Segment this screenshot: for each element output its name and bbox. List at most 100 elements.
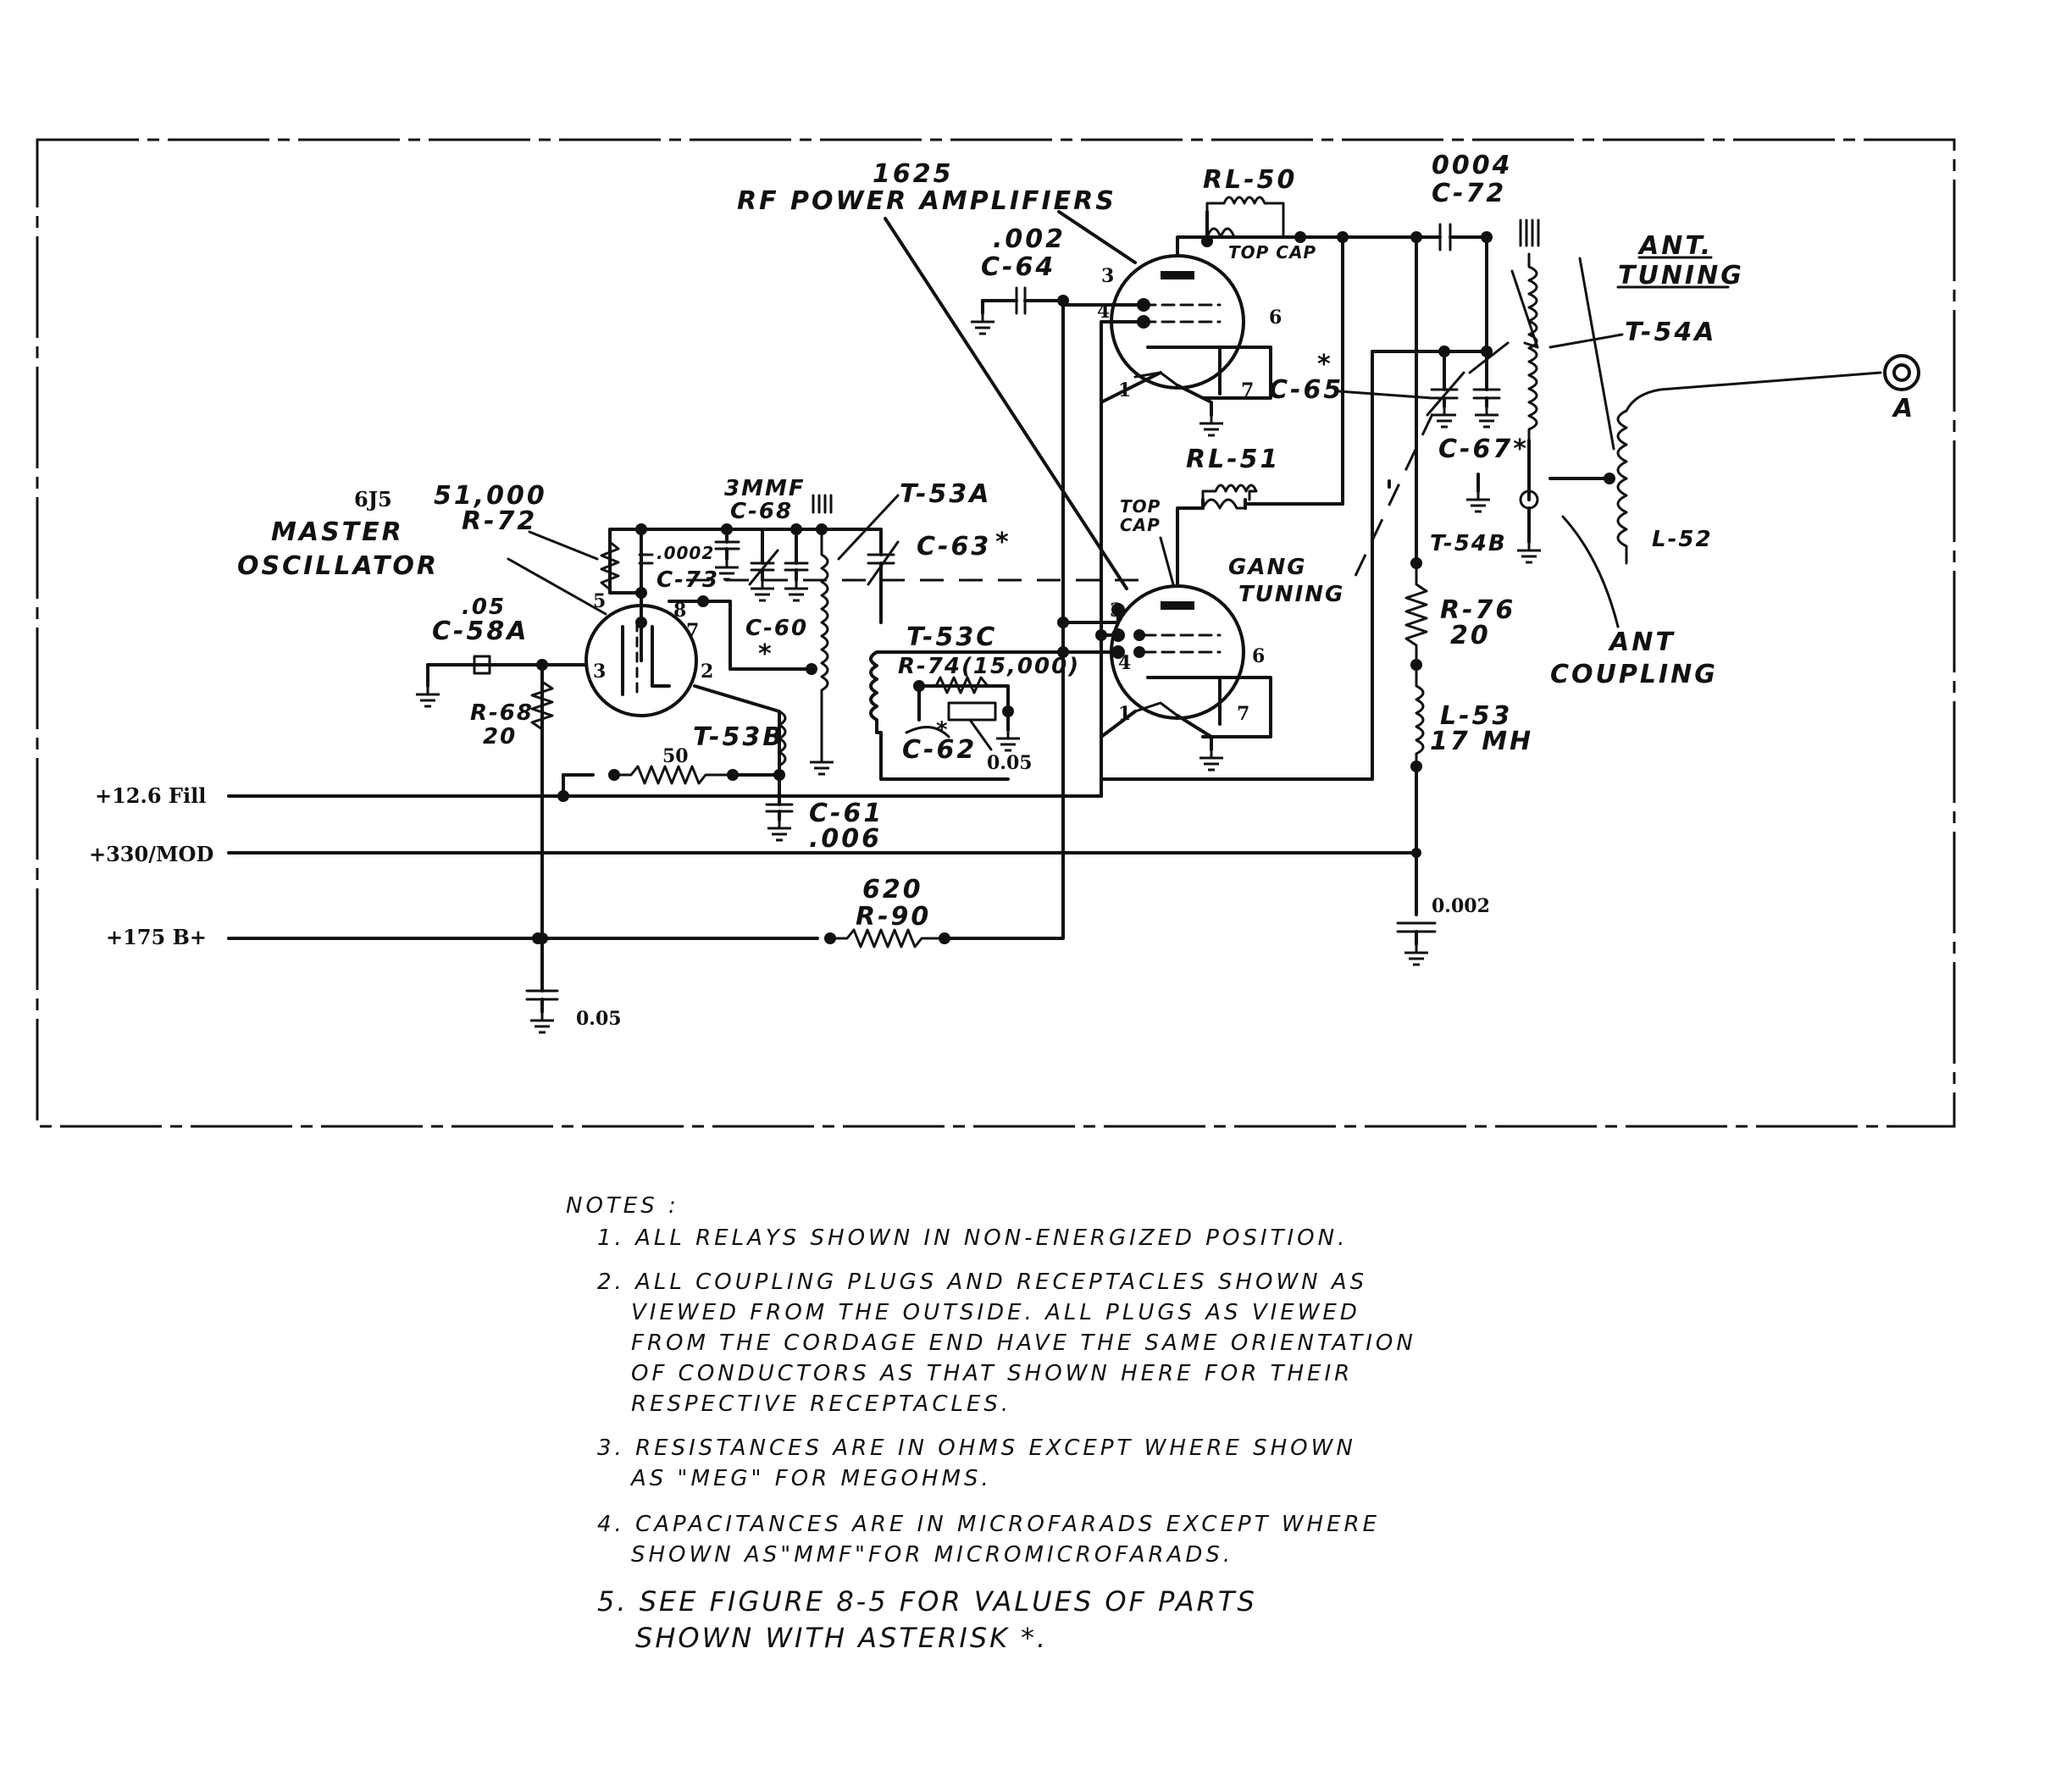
ant-coupling-label-2: COUPLING: [1550, 660, 1718, 689]
note-4-line-2: SHOWN AS"MMF"FOR MICROMICROFARADS.: [631, 1542, 1233, 1568]
r68-resistor: [530, 672, 554, 738]
t53b-ref: T-53B: [693, 722, 784, 752]
mod-bypass-capacitor-value: 0.002: [1432, 895, 1490, 917]
r68-value: 20: [483, 724, 517, 749]
c73-value: .0002: [657, 543, 714, 563]
note-2-line-5: RESPECTIVE RECEPTACLES.: [631, 1391, 1011, 1417]
rl51-ref: RL-51: [1186, 445, 1280, 474]
svg-text:3: 3: [593, 661, 606, 683]
r50-resistor: [612, 765, 734, 785]
ant-coupling-label-1: ANT: [1608, 628, 1676, 657]
note-4-line-1: 4. CAPACITANCES ARE IN MICROFARADS EXCEP…: [597, 1512, 1380, 1537]
c64-value: .002: [993, 224, 1066, 254]
c62-pointer: [968, 718, 993, 751]
lower-top-cap-label-1: TOP: [1120, 496, 1161, 517]
c61-ref: C-61: [809, 799, 884, 828]
svg-text:1: 1: [1118, 703, 1131, 725]
lower-top-cap-pointer: [1159, 536, 1175, 586]
c62-mark: *: [936, 717, 950, 743]
t53b-coil: [778, 710, 787, 771]
c72-value: 0004: [1432, 151, 1513, 180]
l52-coil: [1548, 371, 1882, 565]
r72-ref: R-72: [462, 506, 537, 536]
t53c-ref: T-53C: [906, 622, 997, 652]
c72-ref: C-72: [1432, 179, 1506, 208]
ant-tuning-label-1: ANT.: [1637, 231, 1713, 261]
r50-value: 50: [662, 745, 689, 767]
r72-resistor: [600, 528, 620, 595]
svg-text:7: 7: [686, 620, 699, 642]
note-5-line-2: SHOWN WITH ASTERISK: [635, 1622, 1010, 1654]
svg-text:+175 B+: +175 B+: [106, 925, 207, 949]
rf-amplifier-tube-upper: 3 4 6 1 7: [1097, 235, 1282, 401]
svg-text:2: 2: [701, 661, 713, 683]
mod-bypass-capacitor: [1396, 921, 1437, 966]
antenna-terminal: [1883, 354, 1920, 391]
supply-line-bplus: +175 B+: [106, 925, 819, 949]
gang-tuning-link: [686, 397, 1442, 582]
c65-ref: C-65: [1269, 375, 1343, 405]
c63-variable-capacitor: [820, 528, 900, 624]
r90-value: 620: [862, 875, 923, 904]
rf-amplifiers-pointer-upper: [1057, 210, 1137, 264]
l53-ref: L-53: [1440, 701, 1512, 731]
l53-choke: [1410, 663, 1425, 855]
note-1: 1. ALL RELAYS SHOWN IN NON-ENERGIZED POS…: [597, 1225, 1348, 1251]
master-oscillator-pointer: [507, 557, 607, 616]
c62-capacitor-value: 0.05: [987, 752, 1033, 774]
ant-coupling-pointer: [1561, 515, 1620, 628]
note-2-line-1: 2. ALL COUPLING PLUGS AND RECEPTACLES SH…: [597, 1269, 1367, 1295]
gang-tuning-label-2: TUNING: [1238, 582, 1344, 607]
rl50-relay-coil: [1205, 196, 1285, 239]
r68-ref: R-68: [470, 700, 534, 726]
note-2-line-4: OF CONDUCTORS AS THAT SHOWN HERE FOR THE…: [631, 1361, 1353, 1386]
bplus-capacitor-value: 0.05: [576, 1008, 622, 1030]
rl51-relay-coil: [1201, 484, 1344, 510]
ant-tuning-pointer: [1578, 257, 1615, 451]
rf-amplifiers-type: 1625: [873, 159, 954, 189]
rf-amplifiers-label: RF POWER AMPLIFIERS: [737, 186, 1116, 216]
c64-capacitor: [969, 286, 1065, 335]
t54a-ref: T-54A: [1625, 318, 1716, 347]
r90-ref: R-90: [856, 902, 931, 932]
master-oscillator-label-2: OSCILLATOR: [237, 551, 439, 581]
svg-text:3: 3: [1101, 265, 1114, 287]
svg-text:5: 5: [593, 590, 606, 612]
c67-ref: C-67*: [1438, 434, 1529, 464]
r76-resistor: [1404, 561, 1428, 671]
l53-value: 17 MH: [1430, 727, 1533, 756]
l52-ref: L-52: [1652, 527, 1713, 552]
svg-text:6: 6: [1269, 307, 1282, 329]
ant-tuning-label-2: TUNING: [1618, 261, 1744, 290]
c61-capacitor: [765, 773, 794, 842]
c68-core-icon: [812, 494, 833, 514]
lower-tube-wiring: [1057, 350, 1459, 781]
t53a-pointer: [837, 494, 900, 561]
r76-ref: R-76: [1440, 595, 1515, 625]
svg-text:7: 7: [1241, 379, 1254, 401]
c63-ref: C-63: [917, 532, 991, 561]
r76-value: 20: [1450, 621, 1491, 650]
r90-resistor: [824, 299, 1065, 949]
rf-amplifiers-pointer-lower: [884, 217, 1128, 590]
note-5-line-1: 5. SEE FIGURE 8-5 FOR VALUES OF PARTS: [597, 1585, 1257, 1618]
notes-block: NOTES : 1. ALL RELAYS SHOWN IN NON-ENERG…: [566, 1193, 1413, 1654]
t54b-ref: T-54B: [1430, 531, 1507, 556]
master-oscillator-type: 6J5: [354, 487, 392, 512]
t53a-ref: T-53A: [900, 479, 991, 509]
svg-text:4: 4: [1118, 652, 1131, 674]
c58a-ref: C-58A: [432, 617, 529, 646]
r74-label: R-74(15,000): [898, 654, 1080, 679]
gang-tuning-label-1: GANG: [1228, 555, 1307, 580]
t54a-pointer: [1548, 333, 1624, 349]
master-oscillator-tube: 5 8 7 3 2: [584, 590, 713, 717]
svg-text:8: 8: [673, 600, 686, 622]
c62-ref: C-62: [902, 735, 977, 765]
r72-value: 51,000: [434, 481, 547, 511]
note-5-asterisk: *.: [1021, 1622, 1048, 1654]
antenna-terminal-label: A: [1892, 394, 1915, 423]
note-2-line-2: VIEWED FROM THE OUTSIDE. ALL PLUGS AS VI…: [631, 1300, 1360, 1325]
c73-capacitor: [638, 553, 654, 565]
c58a-value: .05: [462, 595, 506, 620]
